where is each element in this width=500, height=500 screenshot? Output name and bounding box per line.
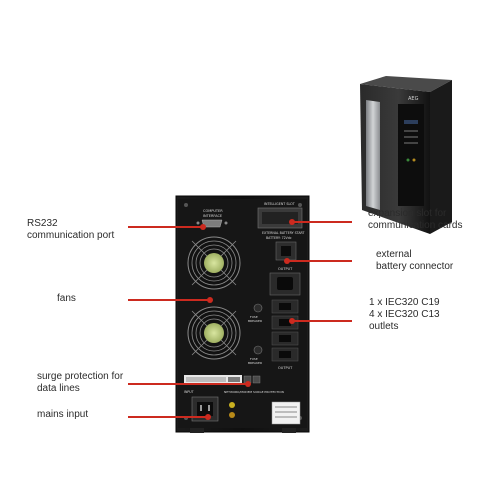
- label-outlets-line2: 4 x IEC320 C13: [369, 309, 440, 320]
- label-rs232-line1: RS232: [27, 218, 58, 229]
- panel-text-breaker-2: BREAKER: [248, 361, 262, 365]
- front-brand-logo: AEG: [408, 96, 419, 102]
- leader-mains-dot: [205, 414, 211, 420]
- front-view-unit: AEG: [360, 76, 452, 234]
- leader-expansion-dot: [289, 219, 295, 225]
- front-silver-strip: [366, 100, 380, 210]
- label-surge-line2: data lines: [37, 383, 80, 394]
- label-surge-line1: surge protection for: [37, 371, 124, 382]
- label-battery-line1: external: [376, 249, 412, 260]
- panel-text-fuse-2: FUSE: [250, 357, 258, 361]
- panel-text-input: INPUT: [184, 390, 194, 394]
- panel-text-computer: COMPUTER: [203, 209, 223, 213]
- label-battery-line2: battery connector: [376, 261, 454, 272]
- panel-text-output-top: OUTPUT: [278, 267, 293, 271]
- label-expansion-line1: expansion slot for: [368, 208, 447, 219]
- panel-text-intelligent-slot: INTELLIGENT SLOT: [264, 202, 296, 206]
- label-expansion-line2: communication cards: [368, 220, 463, 231]
- fan-upper: [187, 236, 241, 290]
- leader-battery-dot: [284, 258, 290, 264]
- fan-lower: [187, 306, 241, 360]
- panel-text-breaker-1: BREAKER: [248, 319, 262, 323]
- label-fans: fans: [57, 293, 76, 305]
- leader-expansion: [292, 221, 352, 223]
- leader-fans-dot: [207, 297, 213, 303]
- outlet-block: OUTPUT OUTPUT: [269, 267, 301, 370]
- leader-mains: [128, 416, 208, 418]
- label-rs232-line2: communication port: [27, 230, 115, 241]
- panel-text-network-surge: NETWORK/MODEM SURGE PROTECTION: [224, 390, 284, 394]
- panel-text-ext-battery: EXTERNAL BATTERY START: [262, 231, 304, 235]
- leader-outlets: [292, 320, 352, 322]
- panel-text-battery-vdc: BATTERY: 72Vdc: [266, 236, 292, 240]
- leader-rs232: [128, 226, 202, 228]
- leader-outlets-dot: [289, 318, 295, 324]
- leader-surge: [128, 383, 248, 385]
- label-expansion: expansion slot for communication cards: [368, 208, 462, 232]
- external-battery-connector: EXTERNAL BATTERY START BATTERY: 72Vdc: [262, 231, 304, 261]
- panel-text-interface: INTERFACE: [203, 214, 222, 218]
- label-fans-text: fans: [57, 293, 76, 304]
- leader-fans: [128, 299, 210, 301]
- panel-text-output-bottom: OUTPUT: [278, 366, 293, 370]
- leader-battery: [287, 260, 352, 262]
- label-outlets: 1 x IEC320 C19 4 x IEC320 C13 outlets: [369, 297, 440, 333]
- label-rs232: RS232 communication port: [27, 218, 114, 242]
- label-outlets-line1: 1 x IEC320 C19: [369, 297, 440, 308]
- leader-rs232-dot: [200, 224, 206, 230]
- fuse-breakers: FUSE BREAKER FUSE BREAKER: [248, 303, 263, 365]
- leader-surge-dot: [245, 381, 251, 387]
- label-mains-text: mains input: [37, 409, 89, 420]
- label-outlets-line3: outlets: [369, 321, 399, 332]
- label-surge: surge protection for data lines: [37, 371, 123, 395]
- panel-text-fuse-1: FUSE: [250, 315, 258, 319]
- label-battery: external battery connector: [376, 249, 453, 273]
- label-mains: mains input: [37, 409, 88, 421]
